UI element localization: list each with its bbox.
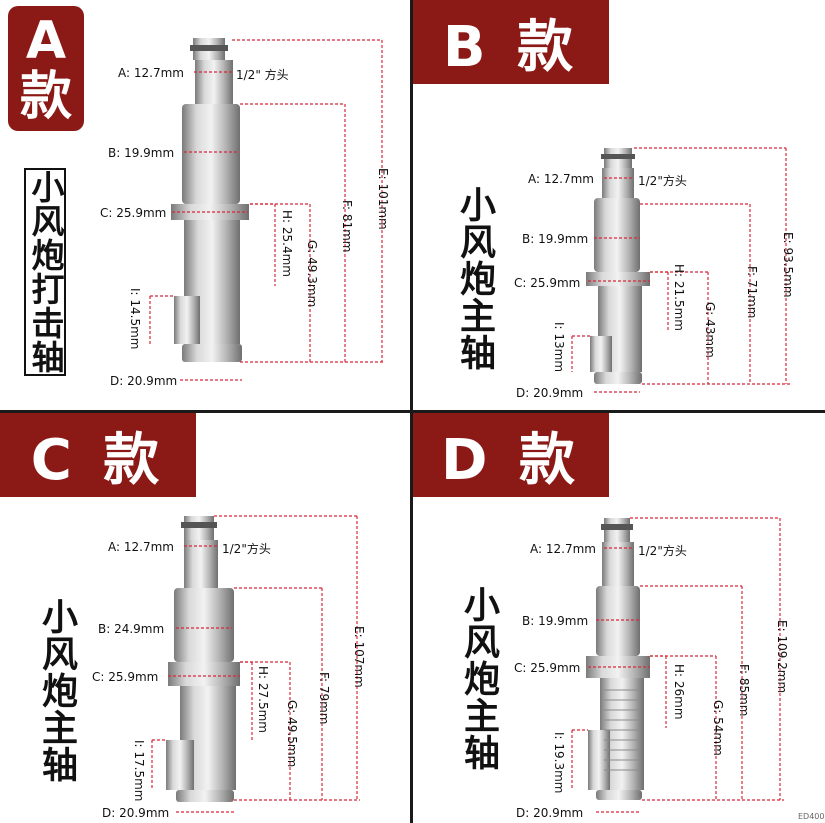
dim-lines-b: [571, 147, 790, 393]
dim-d-i: I: 19.3mm: [552, 732, 566, 794]
dim-a-i: I: 14.5mm: [128, 288, 142, 350]
dim-b-g: G: 43mm: [703, 302, 717, 358]
dim-c-e: E: 107mm: [352, 626, 366, 688]
dim-lines-d: [571, 517, 784, 813]
watermark: ED400: [798, 812, 825, 821]
banner-a: A 款: [8, 6, 84, 131]
dim-a-g: G: 49.3mm: [305, 240, 319, 308]
dim-c-d: D: 20.9mm: [102, 806, 170, 820]
divider-horizontal: [0, 410, 825, 413]
dim-a-b: B: 19.9mm: [108, 146, 175, 160]
dim-b-b: B: 19.9mm: [522, 232, 589, 246]
dim-a-e: E: 101mm: [376, 168, 390, 230]
dim-d-b: B: 19.9mm: [522, 614, 589, 628]
shaft-b: [586, 148, 650, 384]
dim-d-g: G: 54mm: [711, 700, 725, 756]
shaft-c: [166, 516, 240, 802]
side-label-d: 小风炮主轴: [458, 586, 499, 771]
dim-a-a: A: 12.7mm: [118, 66, 184, 80]
dim-b-h: H: 21.5mm: [672, 264, 686, 331]
dim-d-a-note: 1/2"方头: [638, 544, 687, 558]
dim-d-h: H: 26mm: [672, 664, 686, 720]
dim-c-a-note: 1/2"方头: [222, 542, 271, 556]
dim-b-e: E: 93.5mm: [781, 232, 795, 298]
dim-c-h: H: 27.5mm: [256, 666, 270, 733]
banner-b: B 款: [413, 0, 609, 84]
side-label-c: 小风炮主轴: [36, 598, 77, 783]
dim-lines-c: [151, 515, 360, 813]
dim-a-f: F: 81mm: [340, 200, 354, 253]
shaft-d: [586, 518, 650, 800]
shaft-a: [171, 38, 249, 362]
dim-d-a: A: 12.7mm: [530, 542, 596, 556]
banner-a-letter: A: [25, 10, 67, 71]
dim-b-i: I: 13mm: [552, 322, 566, 373]
dim-d-d: D: 20.9mm: [516, 806, 584, 820]
banner-a-char: 款: [19, 66, 72, 127]
dim-a-h: H: 25.4mm: [280, 210, 294, 277]
dim-a-a-note: 1/2" 方头: [236, 68, 289, 82]
dim-b-a: A: 12.7mm: [528, 172, 594, 186]
dim-b-c: C: 25.9mm: [514, 276, 581, 290]
dim-c-a: A: 12.7mm: [108, 540, 174, 554]
dim-c-b: B: 24.9mm: [98, 622, 165, 636]
dim-c-i: I: 17.5mm: [132, 740, 146, 802]
dim-b-f: F: 71mm: [745, 266, 759, 319]
banner-c: C 款: [0, 413, 196, 497]
dim-b-d: D: 20.9mm: [516, 386, 584, 400]
dim-a-c: C: 25.9mm: [100, 206, 167, 220]
banner-d: D 款: [413, 413, 609, 497]
dim-lines-a: [149, 39, 385, 381]
side-label-a: 小风炮打击轴: [24, 168, 66, 376]
side-label-b: 小风炮主轴: [454, 186, 495, 371]
dim-a-d: D: 20.9mm: [110, 374, 178, 388]
dim-b-a-note: 1/2"方头: [638, 174, 687, 188]
dim-c-g: G: 49.5mm: [285, 700, 299, 768]
dim-d-f: F: 85mm: [737, 664, 751, 717]
dim-d-e: E: 109.2mm: [775, 620, 789, 694]
dim-d-c: C: 25.9mm: [514, 661, 581, 675]
dim-c-f: F: 79mm: [317, 672, 331, 725]
dim-c-c: C: 25.9mm: [92, 670, 159, 684]
